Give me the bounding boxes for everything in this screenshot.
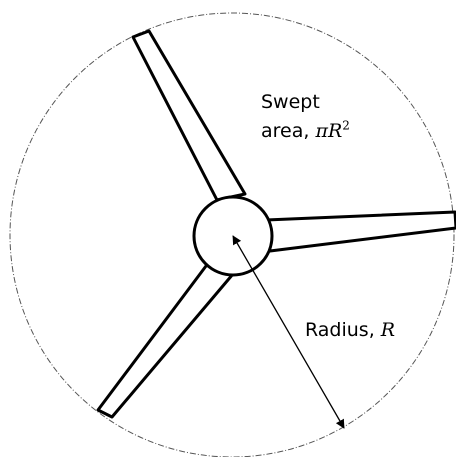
swept-area-circle [9, 12, 455, 457]
swept-area-label-prefix: area, [261, 119, 316, 142]
radius-label-prefix: Radius, [305, 319, 381, 341]
radius-symbol-area: R [327, 119, 343, 142]
swept-area-label-line2: area, πR2 [261, 119, 350, 144]
radius-symbol: R [380, 319, 396, 341]
blade-right [264, 210, 456, 253]
exponent: 2 [342, 118, 350, 133]
blade-lower [96, 260, 235, 419]
blade-upper [131, 29, 247, 202]
pi-symbol: π [315, 119, 328, 142]
radius-arrow [232, 235, 345, 429]
swept-area-label: Swept area, πR2 [261, 90, 350, 143]
radius-label: Radius, R [305, 318, 395, 343]
swept-area-label-line1: Swept [261, 91, 320, 113]
